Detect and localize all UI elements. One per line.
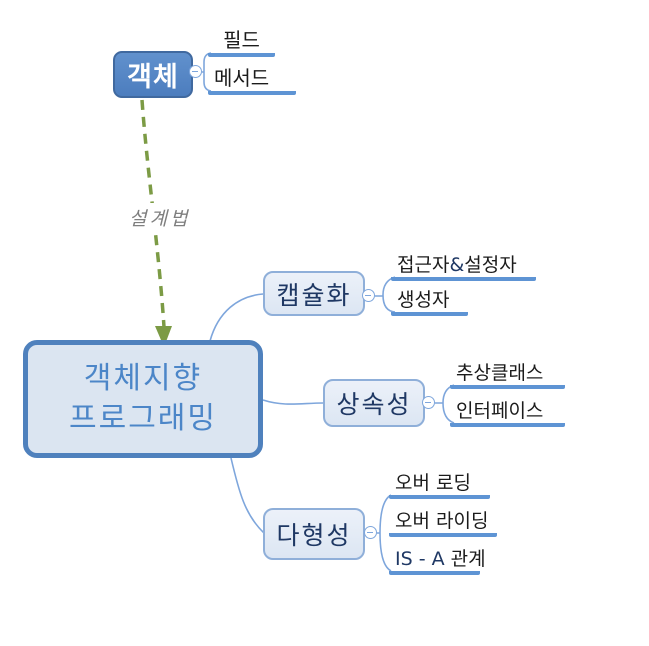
- topic-overriding[interactable]: 오버 라이딩: [389, 506, 497, 537]
- topic-oop-line2: 프로그래밍: [69, 401, 217, 436]
- topic-overloading-label: 오버 로딩: [395, 472, 471, 494]
- minus-icon: [425, 401, 431, 403]
- edge-main-to-polymorphism: [230, 457, 265, 534]
- topic-overloading[interactable]: 오버 로딩: [389, 468, 490, 499]
- edge-main-to-inheritance: [262, 399, 324, 405]
- ampersand-text: &: [449, 254, 465, 276]
- topic-constructor[interactable]: 생성자: [391, 285, 468, 316]
- topic-oop-line1: 객체지향: [83, 361, 203, 396]
- topic-inheritance[interactable]: 상속성: [323, 379, 425, 427]
- topic-method-label: 메서드: [214, 66, 270, 90]
- topic-is-a-relation-label: IS - A 관계: [395, 544, 486, 571]
- topic-is-a-relation[interactable]: IS - A 관계: [389, 544, 486, 575]
- topic-field[interactable]: 필드: [208, 26, 275, 57]
- setter-text: 설정자: [464, 254, 517, 276]
- topic-object[interactable]: 객체: [113, 51, 193, 98]
- topic-overriding-label: 오버 라이딩: [395, 510, 489, 532]
- topic-constructor-label: 생성자: [397, 289, 450, 311]
- topic-oop-label: 객체지향 프로그래밍: [69, 359, 217, 439]
- topic-encapsulation-label: 캡슐화: [276, 280, 352, 310]
- topic-abstract-class-label: 추상클래스: [456, 362, 544, 384]
- accessor-text: 접근자: [397, 254, 450, 276]
- is-a-text: IS - A: [395, 548, 445, 570]
- collapse-button-inheritance[interactable]: [422, 396, 435, 409]
- topic-accessor-setter[interactable]: 접근자&설정자: [391, 250, 536, 281]
- minus-icon: [367, 531, 373, 533]
- relation-text: 관계: [444, 548, 486, 570]
- topic-accessor-setter-label: 접근자&설정자: [397, 250, 517, 277]
- collapse-button-object[interactable]: [189, 65, 202, 78]
- topic-oop[interactable]: 객체지향 프로그래밍: [23, 340, 263, 458]
- relationship-label[interactable]: 설계법: [126, 203, 194, 232]
- topic-inheritance-label: 상속성: [336, 390, 412, 419]
- minus-icon: [192, 70, 198, 72]
- topic-interface-label: 인터페이스: [456, 400, 544, 422]
- topic-polymorphism-label: 다형성: [276, 521, 352, 550]
- collapse-button-polymorphism[interactable]: [364, 526, 377, 539]
- topic-method[interactable]: 메서드: [208, 64, 296, 95]
- topic-abstract-class[interactable]: 추상클래스: [450, 358, 565, 389]
- topic-polymorphism[interactable]: 다형성: [263, 508, 365, 560]
- topic-object-label: 객체: [127, 62, 179, 93]
- minus-icon: [365, 294, 371, 296]
- edge-main-to-encapsulation: [209, 293, 264, 342]
- topic-interface[interactable]: 인터페이스: [450, 396, 565, 427]
- topic-encapsulation[interactable]: 캡슐화: [263, 271, 365, 316]
- collapse-button-encapsulation[interactable]: [362, 289, 375, 302]
- topic-field-label: 필드: [223, 28, 260, 52]
